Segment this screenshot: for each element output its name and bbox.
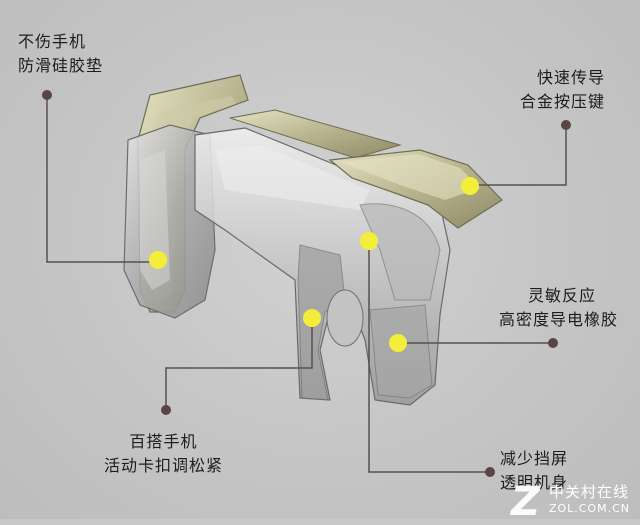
callout-clip-line1: 百搭手机: [129, 432, 198, 451]
callout-anti-slip-pad: 不伤手机 防滑硅胶垫: [18, 30, 103, 78]
callout-press-key: 快速传导 合金按压键: [520, 66, 605, 114]
callout-pad-line2: 防滑硅胶垫: [18, 56, 104, 75]
callout-body-line2: 透明机身: [500, 473, 569, 492]
callout-body-line1: 减少挡屏: [500, 449, 569, 468]
clear-body: [194, 127, 451, 406]
callout-rubber-line1: 灵敏反应: [527, 286, 596, 305]
callout-adjustable-clip: 百搭手机 活动卡扣调松紧: [104, 430, 223, 478]
callout-clip-line2: 活动卡扣调松紧: [104, 456, 224, 475]
callout-key-line1: 快速传导: [536, 68, 605, 87]
leader-lines: [46, 95, 567, 473]
zol-logo: Z: [510, 479, 540, 525]
hotspot-dots: [149, 177, 479, 352]
callout-key-line2: 合金按压键: [519, 92, 605, 111]
zol-watermark: Z 中关村在线 ZOL.COM.CN: [511, 479, 630, 525]
zol-watermark-url: ZOL.COM.CN: [548, 502, 630, 515]
callout-rubber-line2: 高密度导电橡胶: [498, 310, 618, 329]
gold-rail: [229, 109, 402, 159]
zol-watermark-name: 中关村在线: [548, 483, 629, 501]
callout-conductive-rubber: 灵敏反应 高密度导电橡胶: [499, 284, 618, 332]
alloy-press-key: [328, 149, 503, 229]
anchor-dots: [42, 90, 571, 477]
callout-transparent-body: 减少挡屏 透明机身: [500, 447, 568, 495]
callout-pad-line1: 不伤手机: [18, 32, 87, 51]
